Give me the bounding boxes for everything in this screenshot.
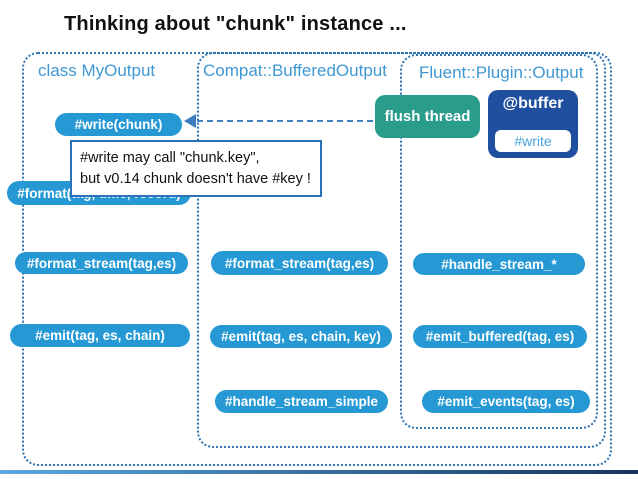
group-label-compat-buffered-output: Compat::BufferedOutput [203, 61, 387, 80]
group-label-class-myoutput: class MyOutput [38, 61, 156, 80]
method-box-emit-compat: #emit(tag, es, chain, key) [210, 325, 392, 348]
method-box-emit-buffered: #emit_buffered(tag, es) [413, 325, 587, 348]
buffer-box: @buffer #write [488, 90, 578, 158]
method-box-format-stream-myoutput: #format_stream(tag,es) [15, 252, 188, 274]
group-fluent-plugin-output [400, 54, 598, 429]
callout-note: #write may call "chunk.key", but v0.14 c… [70, 140, 322, 197]
method-box-format-stream-compat: #format_stream(tag,es) [211, 251, 388, 275]
callout-line-2: but v0.14 chunk doesn't have #key ! [80, 171, 311, 187]
flush-thread-box: flush thread [375, 95, 480, 138]
group-compat-buffered-output [197, 52, 606, 448]
method-box-handle-stream-simple: #handle_stream_simple [215, 390, 388, 413]
method-box-emit-events: #emit_events(tag, es) [422, 390, 590, 413]
buffer-write-box: #write [495, 130, 571, 152]
flush-to-write-arrow-line [197, 120, 373, 122]
slide-title: Thinking about "chunk" instance ... [64, 13, 407, 35]
method-box-emit-myoutput: #emit(tag, es, chain) [10, 324, 190, 347]
callout-line-1: #write may call "chunk.key", [80, 150, 260, 166]
buffer-label: @buffer [502, 95, 564, 112]
method-box-write-chunk: #write(chunk) [55, 113, 182, 136]
footer-accent-bar [0, 470, 638, 474]
arrow-left-icon [184, 114, 196, 128]
group-label-fluent-plugin-output: Fluent::Plugin::Output [419, 63, 584, 82]
method-box-handle-stream-star: #handle_stream_* [413, 253, 585, 275]
